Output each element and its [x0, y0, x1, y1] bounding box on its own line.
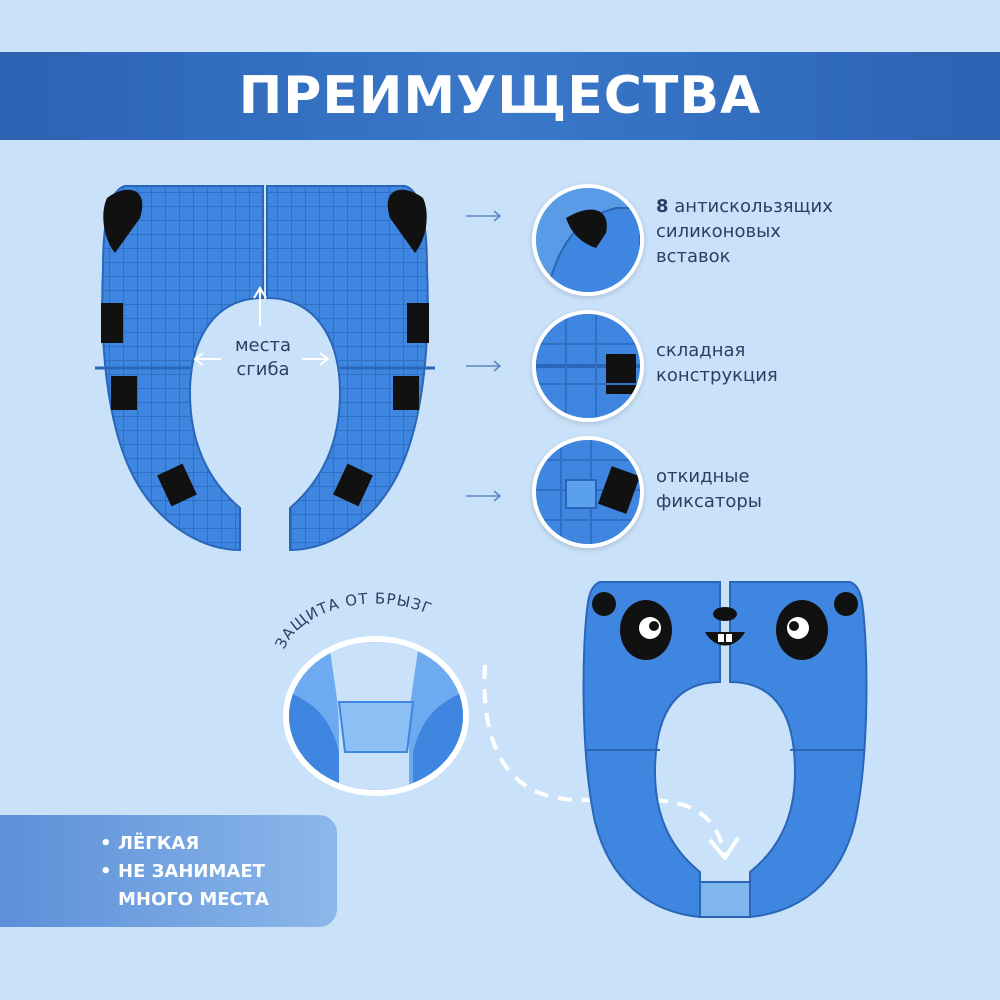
feature-line: откидные — [656, 466, 750, 487]
feature-latch-text: откидные фиксаторы — [656, 464, 762, 514]
benefits-panel — [0, 815, 337, 927]
dashed-curve-arrow-icon — [482, 664, 740, 860]
arrow-right-icon — [466, 360, 502, 372]
flip-latch-zoom — [532, 436, 644, 548]
arrow-left-icon — [193, 352, 221, 366]
arrow-right-icon — [466, 490, 502, 502]
benefits-list: • ЛЁГКАЯ • НЕ ЗАНИМАЕТ МНОГО МЕСТА — [100, 830, 269, 914]
bullet-icon: • — [100, 861, 112, 882]
splash-guard-zoom — [283, 636, 469, 796]
feature-line: складная — [656, 340, 746, 361]
feature-line: силиконовых — [656, 221, 781, 242]
feature-line: фиксаторы — [656, 491, 763, 512]
benefit-text: МНОГО МЕСТА — [118, 889, 269, 910]
feature-line: вставок — [656, 246, 731, 267]
page-title: ПРЕИМУЩЕСТВА — [238, 66, 762, 126]
folding-structure-zoom — [532, 310, 644, 422]
feature-folding-text: складная конструкция — [656, 338, 778, 388]
title-banner: ПРЕИМУЩЕСТВА — [0, 52, 1000, 140]
feature-line: конструкция — [656, 365, 778, 386]
arrow-right-icon — [302, 352, 330, 366]
benefit-text: ЛЁГКАЯ — [118, 833, 200, 854]
bullet-icon: • — [100, 833, 112, 854]
arrow-right-icon — [466, 210, 502, 222]
anti-slip-insert-zoom — [532, 184, 644, 296]
fold-points-label: места сгиба — [218, 334, 308, 382]
arrow-up-icon — [253, 286, 267, 326]
seat-underside-image — [95, 185, 435, 552]
feature-line: антискользящих — [674, 196, 833, 217]
benefit-text: НЕ ЗАНИМАЕТ — [118, 861, 265, 882]
feature-count: 8 — [656, 196, 669, 217]
fold-label-line2: сгиба — [236, 359, 290, 380]
panda-seat-image — [582, 581, 868, 919]
list-item: • НЕ ЗАНИМАЕТ МНОГО МЕСТА — [100, 858, 269, 914]
feature-anti-slip-text: 8 антискользящих силиконовых вставок — [656, 194, 833, 269]
list-item: • ЛЁГКАЯ — [100, 830, 269, 858]
fold-label-line1: места — [234, 335, 292, 356]
